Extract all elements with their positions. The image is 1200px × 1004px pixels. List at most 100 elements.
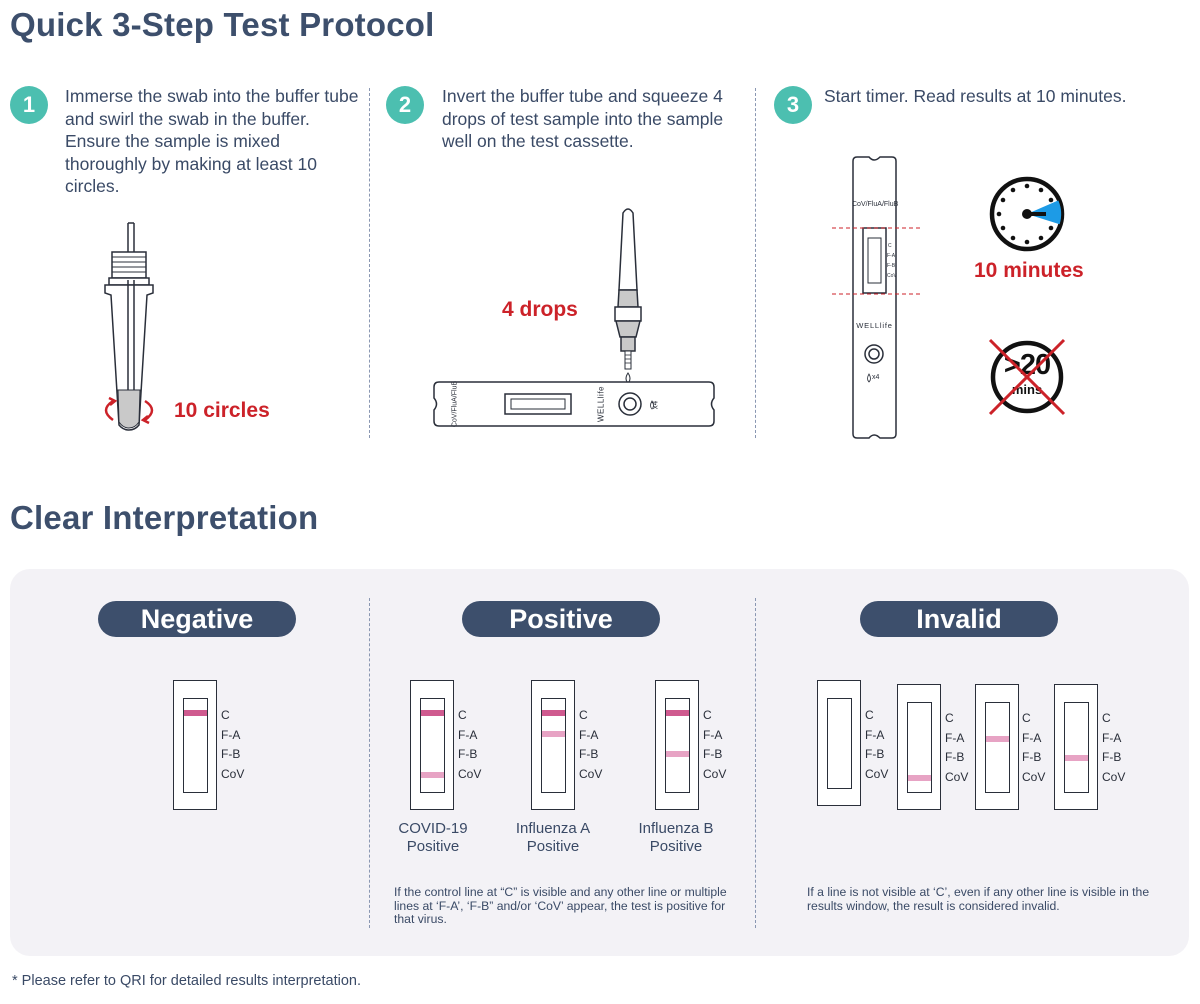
label-c: C	[221, 708, 230, 722]
invalid-4-line-labels: C F-A F-B CoV	[1102, 709, 1125, 787]
influenza-b-line-labels: C F-A F-B CoV	[703, 706, 726, 784]
invalid-cov-only-cassette	[897, 684, 941, 810]
invalid-1-line-labels: C F-A F-B CoV	[865, 706, 888, 784]
step-2-text: Invert the buffer tube and squeeze 4 dro…	[442, 86, 724, 151]
vertical-test-cassette: CoV/FluA/FluB WELLlife x4 C F-A F-B CoV	[852, 156, 899, 439]
vertical-drop-mark: x4	[872, 374, 880, 381]
negative-result-cassette	[173, 680, 217, 810]
label-fb: F-B	[945, 750, 965, 764]
cassette-label-rotated: CoV/FluA/FluB	[451, 380, 459, 428]
step-divider-2	[755, 88, 756, 438]
ten-circles-label: 10 circles	[174, 399, 270, 422]
drop-count-mark: x4	[650, 400, 660, 410]
label-cov: CoV	[221, 766, 245, 781]
vertical-mark-fb: F-B	[887, 263, 896, 269]
label-fa: F-A	[703, 727, 723, 742]
label-fb: F-B	[1102, 750, 1122, 764]
label-cov: CoV	[1102, 769, 1126, 784]
invalid-fb-only-cassette	[1054, 684, 1098, 810]
label-fa: F-A	[865, 727, 885, 742]
label-cov: CoV	[865, 766, 889, 781]
step-1-text: Immerse the swab into the buffer tube an…	[65, 86, 359, 196]
label-fb: F-B	[703, 747, 723, 761]
label-fa: F-A	[579, 727, 599, 742]
covid-positive-caption: COVID-19 Positive	[398, 820, 468, 855]
control-line	[184, 710, 207, 716]
footnote: * Please refer to QRI for detailed resul…	[12, 973, 361, 989]
invalid-badge: Invalid	[860, 601, 1058, 637]
step-divider-1	[369, 88, 370, 438]
four-drops-label: 4 drops	[502, 298, 578, 321]
cassette-brand-rotated: WELLlife	[596, 385, 606, 423]
ten-minutes-label: 10 minutes	[974, 259, 1084, 282]
result-window	[183, 698, 208, 793]
vertical-cassette-brand: WELLlife	[856, 321, 893, 330]
result-window	[827, 698, 852, 789]
invalid-note: If a line is not visible at ‘C’, even if…	[807, 885, 1150, 913]
result-window	[665, 698, 690, 793]
label-c: C	[458, 708, 467, 722]
result-window	[907, 702, 932, 793]
label-fa: F-A	[945, 730, 965, 745]
fa-line	[986, 736, 1009, 742]
timer-clock-icon	[989, 176, 1065, 252]
step-3-text: Start timer. Read results at 10 minutes.	[824, 86, 1127, 106]
label-c: C	[703, 708, 712, 722]
fb-line	[666, 751, 689, 757]
label-cov: CoV	[703, 766, 727, 781]
covid-positive-cassette	[410, 680, 454, 810]
negative-line-labels: C F-A F-B CoV	[221, 706, 244, 784]
vertical-mark-cov: CoV	[887, 273, 897, 279]
control-line	[421, 710, 444, 716]
label-fa: F-A	[1022, 730, 1042, 745]
invalid-no-lines-cassette	[817, 680, 861, 806]
label-fb: F-B	[221, 747, 241, 761]
invalid-fa-only-cassette	[975, 684, 1019, 810]
label-cov: CoV	[1022, 769, 1046, 784]
dropper-tube-illustration	[614, 208, 642, 384]
label-fb: F-B	[865, 747, 885, 761]
influenza-b-positive-cassette	[655, 680, 699, 810]
cov-line	[908, 775, 931, 781]
positive-badge: Positive	[462, 601, 660, 637]
label-fb: F-B	[1022, 750, 1042, 764]
label-fa: F-A	[458, 727, 478, 742]
vertical-mark-fa: F-A	[887, 253, 896, 259]
step-1-number: 1	[10, 86, 48, 124]
swab-tube-illustration	[104, 222, 154, 431]
invalid-2-line-labels: C F-A F-B CoV	[945, 709, 968, 787]
result-window	[420, 698, 445, 793]
influenza-b-positive-caption: Influenza B Positive	[638, 820, 714, 855]
label-fb: F-B	[458, 747, 478, 761]
control-line	[666, 710, 689, 716]
label-fa: F-A	[1102, 730, 1122, 745]
result-divider-1	[369, 598, 370, 928]
protocol-title: Quick 3-Step Test Protocol	[10, 6, 435, 43]
result-window	[541, 698, 566, 793]
influenza-a-line-labels: C F-A F-B CoV	[579, 706, 602, 784]
influenza-a-positive-caption: Influenza A Positive	[515, 820, 591, 855]
label-cov: CoV	[945, 769, 969, 784]
label-cov: CoV	[579, 766, 603, 781]
reading-window-guides	[832, 227, 920, 295]
label-cov: CoV	[458, 766, 482, 781]
fb-line	[1065, 755, 1088, 761]
invalid-3-line-labels: C F-A F-B CoV	[1022, 709, 1045, 787]
vertical-mark-c: C	[888, 243, 892, 249]
no-read-after-20-mins-badge: >20 mins	[986, 336, 1068, 418]
label-fb: F-B	[579, 747, 599, 761]
cross-out-icon	[988, 338, 1066, 416]
interpretation-title: Clear Interpretation	[10, 499, 319, 536]
result-window	[985, 702, 1010, 793]
result-window	[1064, 702, 1089, 793]
vertical-cassette-label: CoV/FluA/FluB	[852, 201, 899, 208]
label-fa: F-A	[221, 727, 241, 742]
negative-badge: Negative	[98, 601, 296, 637]
fa-line	[542, 731, 565, 737]
label-c: C	[1102, 711, 1111, 725]
label-c: C	[579, 708, 588, 722]
covid-line-labels: C F-A F-B CoV	[458, 706, 481, 784]
horizontal-test-cassette: CoV/FluA/FluB WELLlife x4	[433, 381, 715, 427]
step-3-number: 3	[774, 86, 812, 124]
result-divider-2	[755, 598, 756, 928]
